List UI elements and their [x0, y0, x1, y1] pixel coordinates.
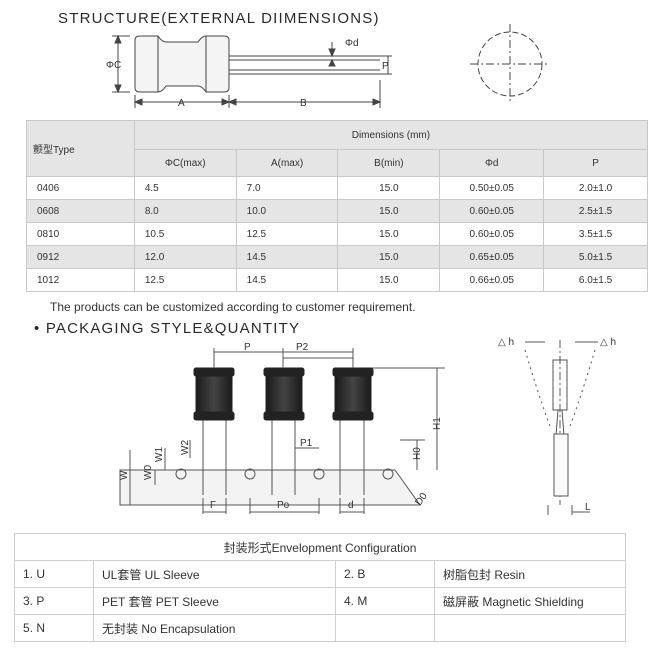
table-cell: 14.5: [235, 245, 339, 269]
option-text: 磁屏蔽 Magnetic Shielding: [434, 587, 626, 615]
table-cell: 6.0±1.5: [543, 268, 648, 292]
table-row: 0406 4.5 7.0 15.0 0.50±0.05 2.0±1.0: [26, 176, 648, 200]
w1-dim-label: W1: [154, 447, 165, 462]
envelopment-table: 封装形式Envelopment Configuration 1. U UL套管 …: [14, 533, 626, 642]
table-row: 5. N 无封装 No Encapsulation: [14, 614, 626, 642]
table-cell: 0406: [26, 176, 135, 200]
f-dim-label: F: [210, 500, 216, 511]
table-cell: 12.5: [133, 268, 237, 292]
customization-note: The products can be customized according…: [50, 300, 416, 314]
p2-dim-label: P2: [296, 342, 309, 353]
type-header: 颤型Type: [26, 120, 135, 177]
column-header: B(min): [337, 149, 441, 177]
column-header: ΦC(max): [133, 149, 237, 177]
option-text: 无封装 No Encapsulation: [93, 614, 336, 642]
table-row: 0810 10.5 12.5 15.0 0.60±0.05 3.5±1.5: [26, 222, 648, 246]
sprocket-hole: [175, 468, 187, 480]
table-cell: 12.5: [235, 222, 339, 246]
structure-drawing: ΦC Φd P A B: [106, 24, 550, 109]
a-label: A: [178, 98, 185, 109]
option-number: [335, 614, 435, 642]
table-cell: 1012: [26, 268, 135, 292]
option-text: [434, 614, 626, 642]
tape-band: [119, 469, 421, 506]
l-dim-label: L: [585, 502, 591, 513]
table-cell: 15.0: [337, 222, 441, 246]
phi-d-label: Φd: [345, 38, 359, 49]
sprocket-hole: [313, 468, 325, 480]
w-dim-label: W: [119, 470, 130, 480]
table-cell: 0608: [26, 199, 135, 223]
table-cell: 15.0: [337, 176, 441, 200]
delta-h-left-label: △ h: [498, 337, 514, 348]
dimensions-group-header: Dimensions (mm): [133, 120, 649, 150]
table-cell: 0.50±0.05: [439, 176, 545, 200]
table-cell: 3.5±1.5: [543, 222, 648, 246]
structure-title: STRUCTURE(EXTERNAL DIIMENSIONS): [58, 10, 380, 27]
table-cell: 15.0: [337, 268, 441, 292]
option-number: 1. U: [14, 560, 94, 588]
table-cell: 15.0: [337, 199, 441, 223]
table-cell: 10.5: [133, 222, 237, 246]
option-number: 5. N: [14, 614, 94, 642]
option-number: 2. B: [335, 560, 435, 588]
po-dim-label: Po: [277, 500, 290, 511]
w2-dim-label: W2: [180, 440, 191, 455]
packaging-title: • PACKAGING STYLE&QUANTITY: [34, 320, 301, 337]
table-cell: 14.5: [235, 268, 339, 292]
packaging-drawing: P P2 P1 H1 H0 W W0 W1 W2 F Po d D0 △ h △…: [119, 337, 616, 515]
table-cell: 2.0±1.0: [543, 176, 648, 200]
option-text: PET 套管 PET Sleeve: [93, 587, 336, 615]
d-dim-label: d: [348, 500, 354, 511]
delta-h-right-label: △ h: [600, 337, 616, 348]
table-cell: 5.0±1.5: [543, 245, 648, 269]
table-cell: 2.5±1.5: [543, 199, 648, 223]
table-row: 1012 12.5 14.5 15.0 0.66±0.05 6.0±1.5: [26, 268, 648, 292]
table-cell: 0.60±0.05: [439, 222, 545, 246]
table-cell: 8.0: [133, 199, 237, 223]
w0-dim-label: W0: [143, 465, 154, 480]
p-label: P: [382, 61, 389, 72]
table-cell: 0.65±0.05: [439, 245, 545, 269]
column-header: P: [543, 149, 648, 177]
sprocket-hole: [244, 468, 256, 480]
table-cell: 10.0: [235, 199, 339, 223]
table-row: 0608 8.0 10.0 15.0 0.60±0.05 2.5±1.5: [26, 199, 648, 223]
table-cell: 12.0: [133, 245, 237, 269]
table-cell: 0810: [26, 222, 135, 246]
phi-c-label: ΦC: [106, 60, 121, 71]
table-cell: 7.0: [235, 176, 339, 200]
sprocket-hole: [382, 468, 394, 480]
option-text: UL套管 UL Sleeve: [93, 560, 336, 588]
table-row: 0912 12.0 14.5 15.0 0.65±0.05 5.0±1.5: [26, 245, 648, 269]
h0-dim-label: H0: [412, 447, 423, 460]
table-cell: 4.5: [133, 176, 237, 200]
column-header: A(max): [235, 149, 339, 177]
inductor-body: [134, 35, 230, 93]
table-row: 1. U UL套管 UL Sleeve 2. B 树脂包封 Resin: [14, 560, 626, 588]
column-header: Φd: [439, 149, 545, 177]
table-cell: 0.60±0.05: [439, 199, 545, 223]
table-cell: 0912: [26, 245, 135, 269]
table-cell: 0.66±0.05: [439, 268, 545, 292]
p1-dim-label: P1: [300, 438, 313, 449]
table-cell: 15.0: [337, 245, 441, 269]
dimensions-table: 颤型Type Dimensions (mm) ΦC(max) A(max) B(…: [26, 120, 649, 292]
option-text: 树脂包封 Resin: [434, 560, 626, 588]
envelopment-title: 封装形式Envelopment Configuration: [14, 533, 626, 561]
option-number: 3. P: [14, 587, 94, 615]
b-label: B: [300, 98, 307, 109]
option-number: 4. M: [335, 587, 435, 615]
p-dim-label: P: [244, 342, 251, 353]
table-row: 3. P PET 套管 PET Sleeve 4. M 磁屏蔽 Magnetic…: [14, 587, 626, 615]
h1-dim-label: H1: [432, 417, 443, 430]
